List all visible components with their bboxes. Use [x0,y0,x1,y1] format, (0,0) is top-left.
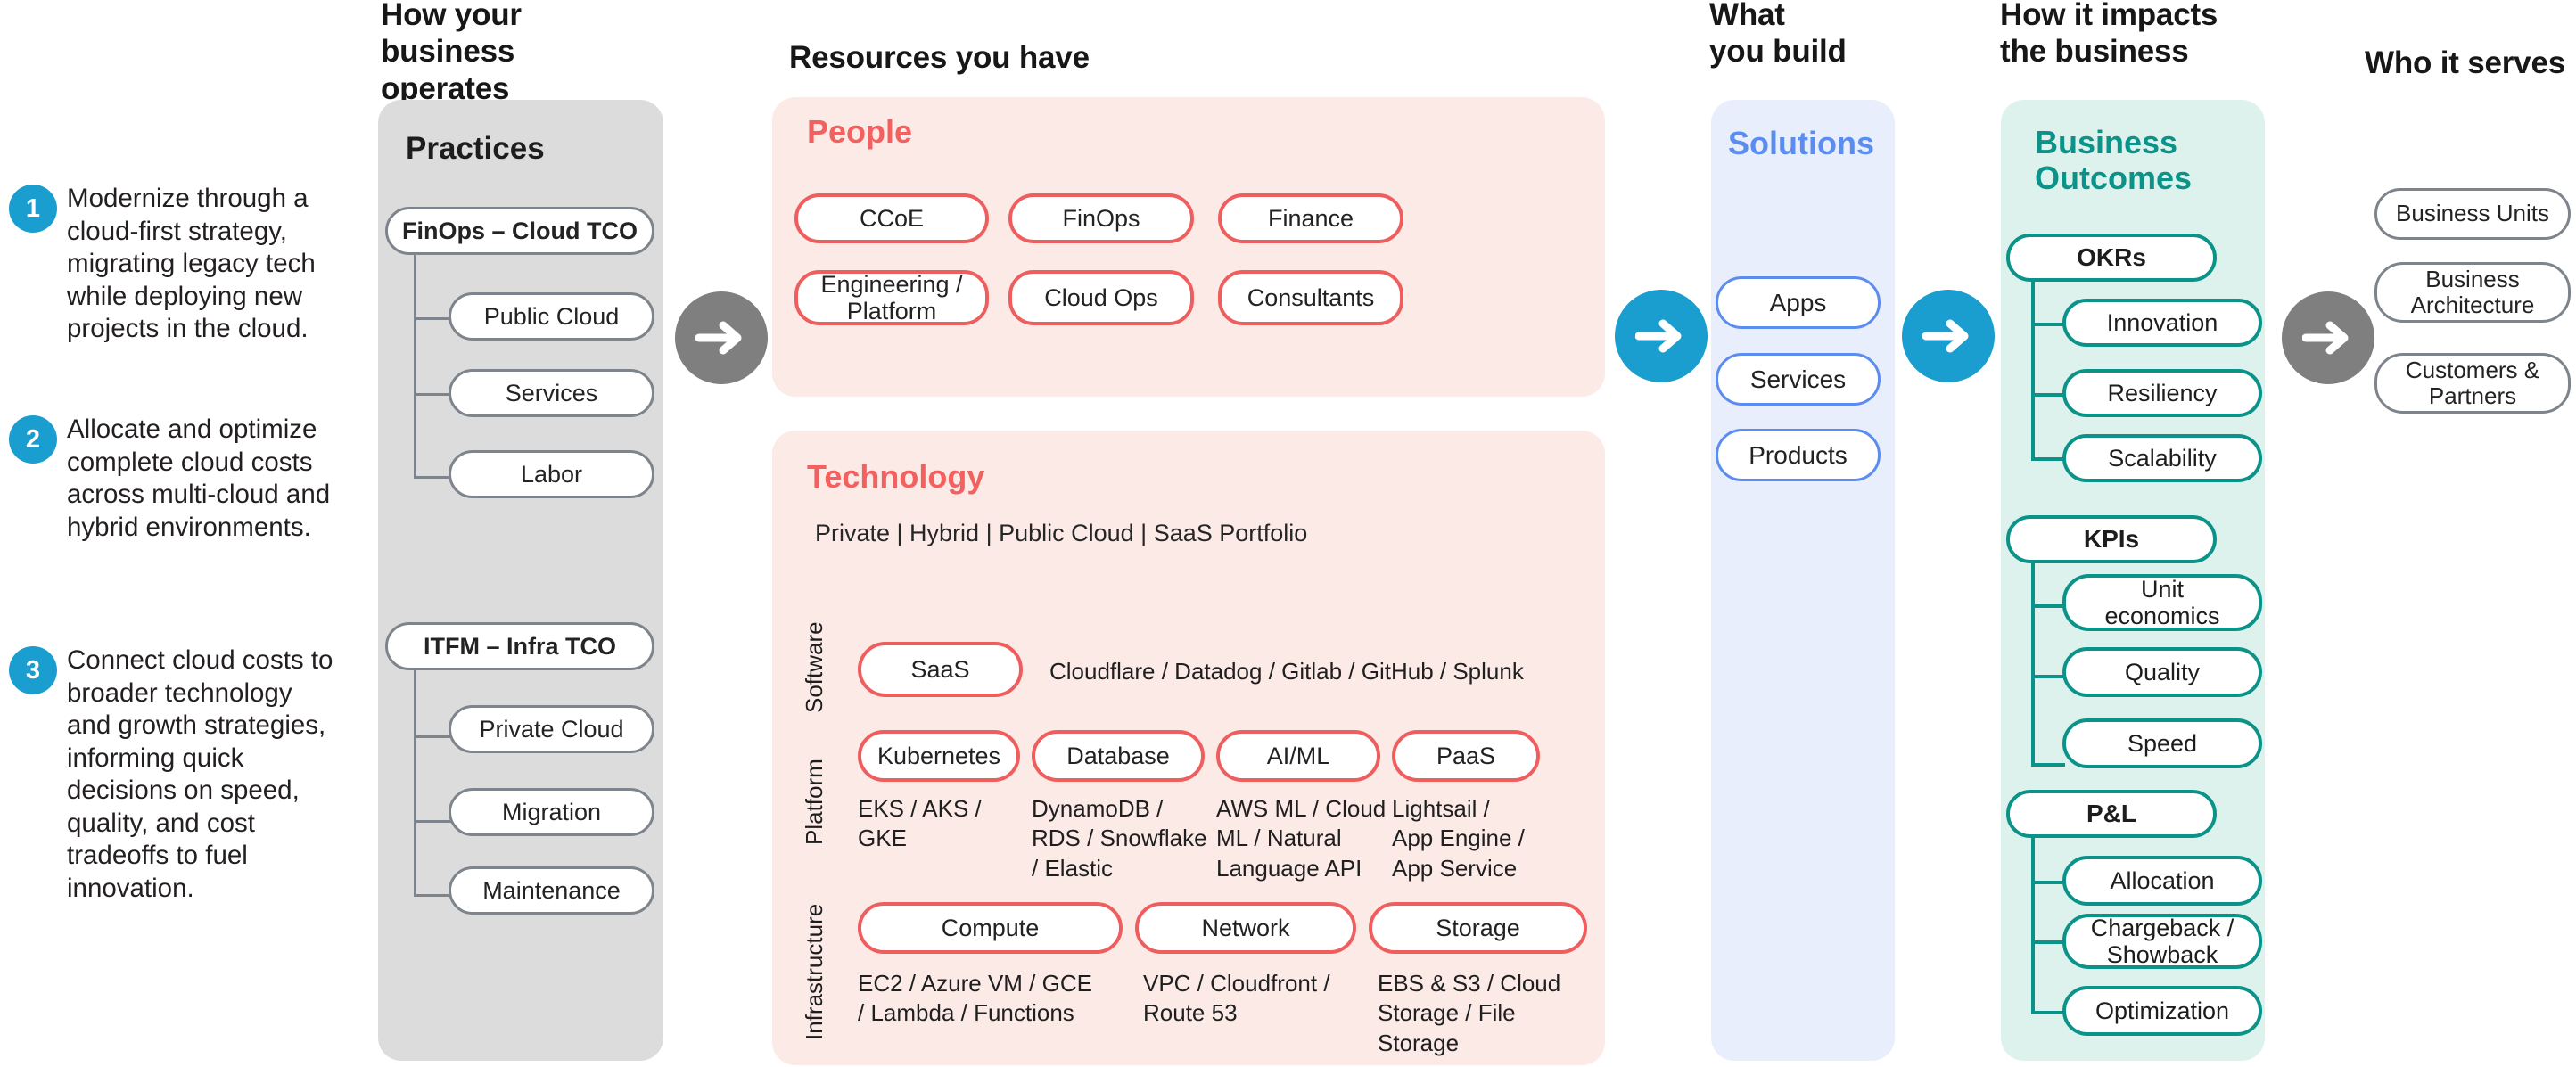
intro-point-1: 1 Modernize through a cloud-first strate… [9,183,339,346]
outcome-scalability[interactable]: Scalability [2062,434,2262,482]
arrow-outcomes-to-serves-icon [2282,291,2374,384]
serves-business-architecture[interactable]: Business Architecture [2374,262,2571,323]
practice-labor[interactable]: Labor [449,450,654,498]
outcomes-heading: Business Outcomes [2035,124,2193,197]
technology-row-label-platform: Platform [801,759,827,846]
solution-products[interactable]: Products [1716,429,1881,481]
practices-connector-1b [414,393,451,396]
outcomes-connector-okrs-c [2031,457,2065,461]
people-heading: People [807,113,913,150]
outcome-resiliency[interactable]: Resiliency [2062,369,2262,417]
technology-network-caption: VPC / Cloudfront / Route 53 [1143,970,1330,1027]
column-title-build: What you build [1709,0,1847,70]
technology-kubernetes-pill[interactable]: Kubernetes [858,730,1020,782]
column-title-resources: Resources you have [789,40,1090,75]
intro-point-3: 3 Connect cloud costs to broader technol… [9,644,339,906]
people-ccoe[interactable]: CCoE [794,193,989,243]
technology-row-label-infrastructure: Infrastructure [801,903,827,1040]
practice-public-cloud[interactable]: Public Cloud [449,292,654,341]
technology-software-caption: Cloudflare / Datadog / Gitlab / GitHub /… [1049,658,1524,685]
intro-point-2: 2 Allocate and optimize complete cloud c… [9,414,339,544]
technology-heading: Technology [807,458,985,495]
outcome-chargeback-showback[interactable]: Chargeback / Showback [2062,914,2262,969]
solutions-heading: Solutions [1728,125,1874,161]
practices-connector-1c [414,476,451,479]
serves-customers-partners[interactable]: Customers & Partners [2374,353,2571,414]
solution-apps[interactable]: Apps [1716,276,1881,329]
technology-network-pill[interactable]: Network [1135,902,1356,954]
technology-row-label-software: Software [801,621,827,714]
technology-aiml-caption: AWS ML / Cloud ML / Natural Language API [1216,795,1387,882]
outcome-unit-economics[interactable]: Unit economics [2062,574,2262,631]
technology-database-caption: DynamoDB / RDS / Snowflake / Elastic [1032,795,1207,882]
intro-point-2-number: 2 [9,415,57,464]
practices-connector-2a [414,735,451,738]
technology-saas-pill[interactable]: SaaS [858,642,1023,697]
technology-paas-pill[interactable]: PaaS [1392,730,1540,782]
practices-connector-2c [414,894,451,897]
outcome-okrs[interactable]: OKRs [2006,234,2217,282]
technology-subtitle: Private | Hybrid | Public Cloud | SaaS P… [815,520,1308,546]
practice-maintenance[interactable]: Maintenance [449,866,654,915]
intro-point-3-text: Connect cloud costs to broader technolog… [67,645,333,904]
people-cloud-ops[interactable]: Cloud Ops [1008,270,1194,325]
outcomes-connector-pl-b [2031,940,2065,944]
outcome-innovation[interactable]: Innovation [2062,299,2262,347]
outcomes-connector-kpis-b [2031,675,2065,678]
practice-private-cloud[interactable]: Private Cloud [449,705,654,753]
column-title-serves: Who it serves [2365,45,2565,80]
outcomes-connector-okrs-b [2031,393,2065,397]
people-finops[interactable]: FinOps [1008,193,1194,243]
outcomes-connector-okrs-a [2031,323,2065,326]
people-finance[interactable]: Finance [1218,193,1403,243]
practices-connector-trunk-2 [414,669,416,897]
outcome-allocation[interactable]: Allocation [2062,856,2262,906]
people-panel [772,97,1605,397]
technology-compute-pill[interactable]: Compute [858,902,1123,954]
practices-connector-1a [414,317,451,320]
column-title-operates: How your business operates [381,0,522,106]
technology-paas-caption: Lightsail / App Engine / App Service [1392,795,1525,882]
intro-point-3-number: 3 [9,646,57,694]
outcomes-connector-pl-c [2031,1011,2065,1014]
outcomes-connector-trunk-pl [2031,818,2035,1014]
outcome-kpis[interactable]: KPIs [2006,515,2217,563]
people-consultants[interactable]: Consultants [1218,270,1403,325]
serves-business-units[interactable]: Business Units [2374,188,2571,240]
people-engineering-platform[interactable]: Engineering / Platform [794,270,989,325]
outcomes-connector-trunk-okrs [2031,262,2035,460]
outcomes-connector-kpis-a [2031,604,2065,608]
practice-finops-cloud-tco[interactable]: FinOps – Cloud TCO [385,207,654,255]
outcomes-connector-kpis-c [2031,763,2065,767]
practice-itfm-infra-tco[interactable]: ITFM – Infra TCO [385,622,654,670]
outcomes-connector-pl-a [2031,881,2065,884]
arrow-practices-to-resources-icon [675,291,768,384]
intro-point-2-text: Allocate and optimize complete cloud cos… [67,414,331,542]
technology-aiml-pill[interactable]: AI/ML [1216,730,1380,782]
technology-kubernetes-caption: EKS / AKS / GKE [858,795,982,852]
arrow-resources-to-solutions-icon [1615,290,1708,382]
technology-compute-caption: EC2 / Azure VM / GCE / Lambda / Function… [858,970,1092,1027]
practices-connector-trunk-1 [414,250,416,479]
solutions-panel [1711,100,1895,1061]
intro-point-1-number: 1 [9,185,57,233]
technology-database-pill[interactable]: Database [1032,730,1205,782]
practices-connector-2b [414,820,451,823]
outcome-speed[interactable]: Speed [2062,718,2262,768]
practice-migration[interactable]: Migration [449,788,654,836]
outcomes-connector-trunk-kpis [2031,540,2035,767]
outcome-quality[interactable]: Quality [2062,647,2262,697]
outcome-optimization[interactable]: Optimization [2062,986,2262,1036]
solution-services[interactable]: Services [1716,353,1881,406]
practices-heading: Practices [406,131,545,166]
intro-point-1-text: Modernize through a cloud-first strategy… [67,184,316,344]
outcome-pl[interactable]: P&L [2006,790,2217,838]
technology-storage-caption: EBS & S3 / Cloud Storage / File Storage [1378,970,1561,1056]
technology-storage-pill[interactable]: Storage [1369,902,1587,954]
practice-services[interactable]: Services [449,369,654,417]
arrow-solutions-to-outcomes-icon [1902,290,1995,382]
column-title-impacts: How it impacts the business [2000,0,2218,70]
